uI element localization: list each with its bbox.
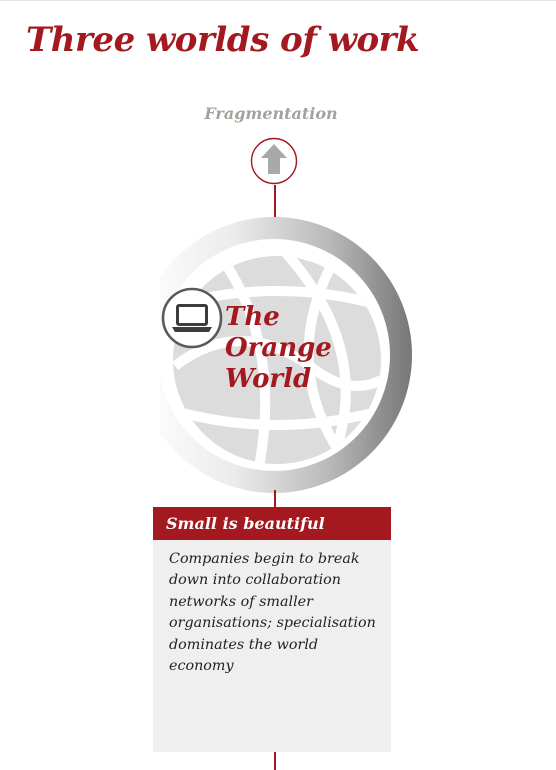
connector-line-bottom <box>274 752 276 770</box>
globe-icon <box>160 217 412 493</box>
info-card: Small is beautiful Companies begin to br… <box>153 507 391 752</box>
world-name-line-2: Orange <box>225 333 332 363</box>
connector-line-top <box>274 185 276 223</box>
world-name: The Orange World <box>225 302 332 395</box>
connector-line-middle <box>274 490 276 508</box>
card-heading: Small is beautiful <box>153 507 391 540</box>
arrow-up-icon <box>250 137 298 185</box>
world-name-line-3: World <box>225 364 312 394</box>
page-title: Three worlds of work <box>26 20 420 60</box>
world-name-line-1: The <box>225 302 280 332</box>
card-description: Companies begin to break down into colla… <box>169 551 376 675</box>
axis-label-fragmentation: Fragmentation <box>204 104 338 123</box>
top-divider <box>0 0 556 1</box>
laptop-icon <box>161 287 223 349</box>
